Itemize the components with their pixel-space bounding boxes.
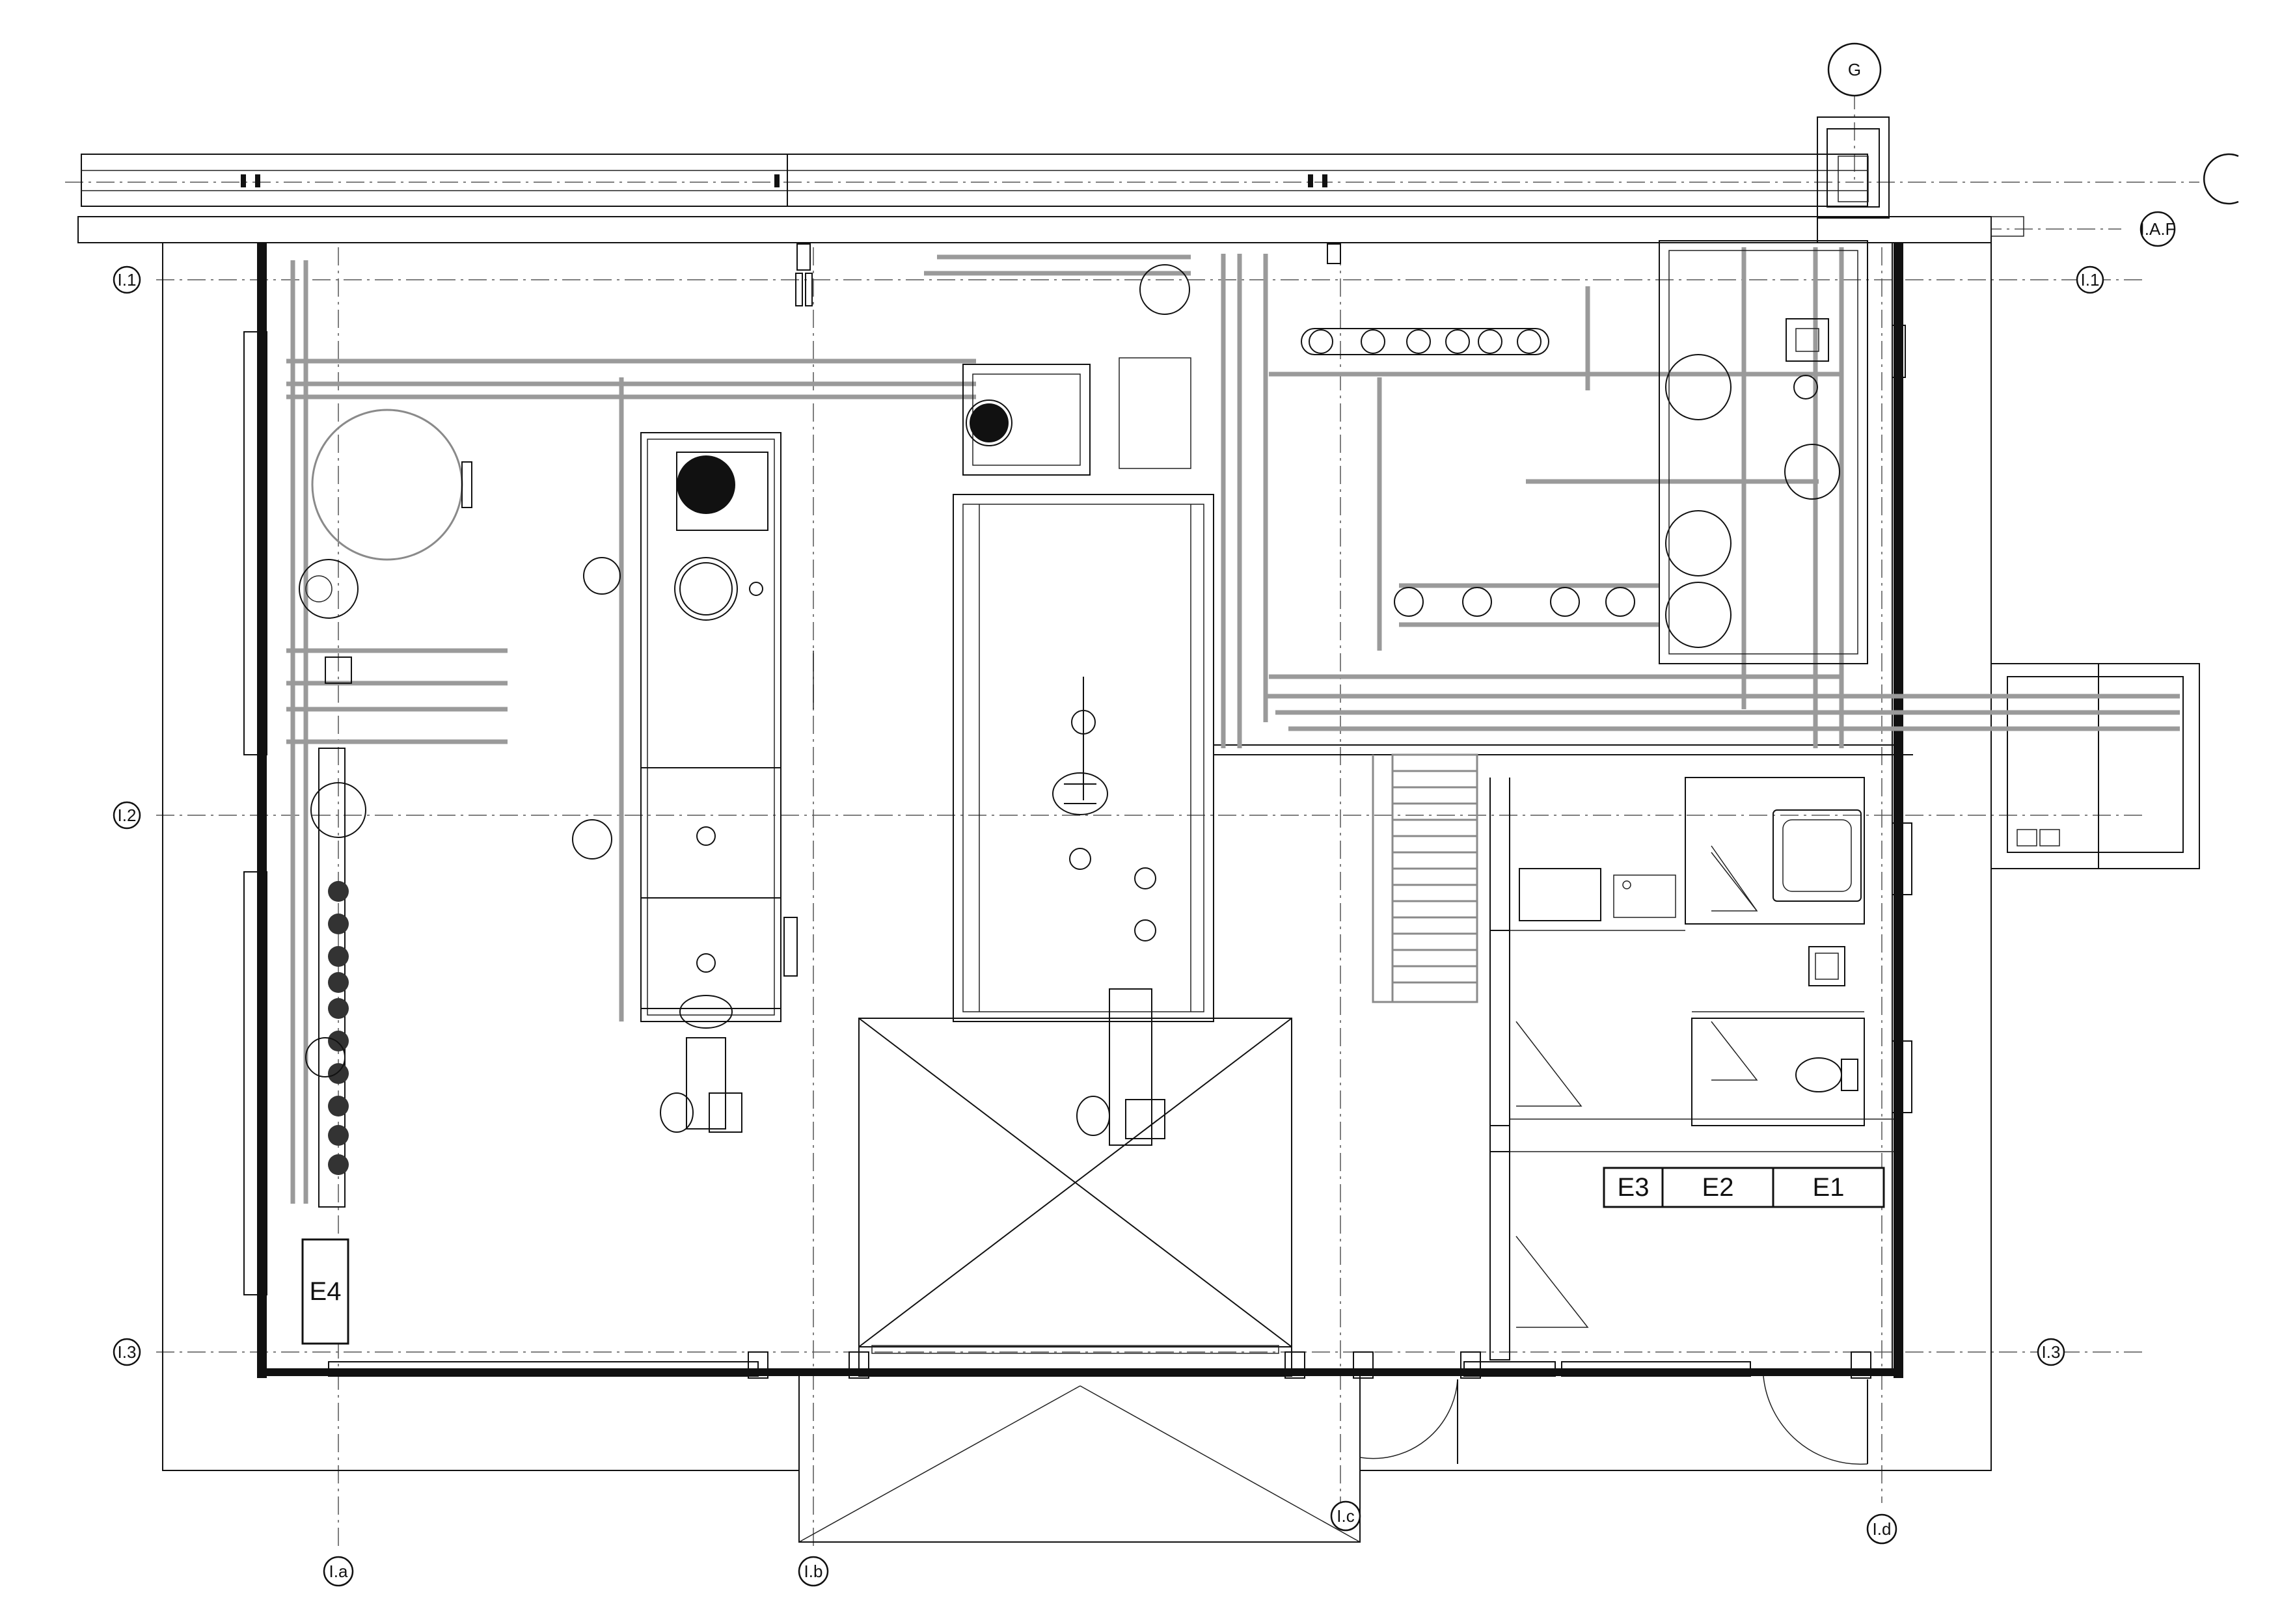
grid-bubble-col-d: I.d [1866,1513,1897,1545]
grid-bubble-row-1-left: I.1 [113,265,141,294]
grid-label-row-1-right: I.1 [2081,270,2100,290]
panel-tags: E3 E2 E1 E4 [301,1167,1885,1345]
grid-bubble-col-a: I.a [323,1556,354,1587]
burner-2 [1076,988,1165,1146]
panel-e4: E4 [301,1238,349,1345]
panel-e2-label: E2 [1702,1173,1734,1202]
grid-bubble-col-b: I.b [798,1556,829,1587]
panel-e1: E1 [1772,1167,1885,1208]
grid-bubble-col-c: I.c [1330,1500,1361,1532]
grid-label-row-3-left: I.3 [118,1342,137,1362]
grid-bubble-row-3-right: I.3 [2037,1338,2065,1366]
grid-label-af: I.A.F [2140,219,2176,239]
building-walls [243,243,1912,1379]
grid-label-row-2-left: I.2 [118,805,137,825]
grid-label-row-1-left: I.1 [118,270,137,290]
loading-bay [858,1018,1292,1354]
boiler-1 [640,432,814,1029]
pipe-runs [286,247,2180,1204]
grid-label-col-a: I.a [329,1562,348,1581]
doors [1359,1375,1868,1465]
partitions [1214,744,1913,1360]
boiler-2 [953,494,1214,1022]
panel-e4-label: E4 [310,1277,342,1306]
left-pump-array [305,656,352,1208]
chimney [1817,116,1890,243]
panel-e2: E2 [1661,1167,1774,1208]
grid-bubble-row-1-right: I.1 [2076,265,2104,294]
grid-bubble-row-3-left: I.3 [113,1338,141,1366]
vessels [299,264,1840,859]
section-marker [2203,153,2239,205]
burner-1 [660,1037,742,1133]
manifold [1301,240,1868,664]
panel-e3-label: E3 [1618,1173,1650,1202]
pump-frame [962,357,1191,476]
grid-label-g: G [1848,60,1861,79]
roof-canopy [77,154,2024,243]
grid-bubbles: I.1 I.1 I.2 I.3 I.3 I.a I.b I.c [113,42,2239,1587]
grid-bubble-g: G [1827,42,1882,97]
panel-e3: E3 [1603,1167,1664,1208]
grid-label-col-c: I.c [1337,1506,1354,1526]
columns [795,243,1341,306]
stair [1372,753,1478,1003]
grid-bubble-af: I.A.F [2140,211,2176,247]
panel-e1-label: E1 [1813,1173,1845,1202]
sanitary-fixtures [1519,809,1862,1092]
grid-bubble-row-2-left: I.2 [113,801,141,830]
grid-label-col-b: I.b [804,1562,823,1581]
grid-lines [65,91,2199,1549]
grid-label-row-3-right: I.3 [2042,1342,2061,1362]
grid-label-col-d: I.d [1873,1519,1892,1539]
